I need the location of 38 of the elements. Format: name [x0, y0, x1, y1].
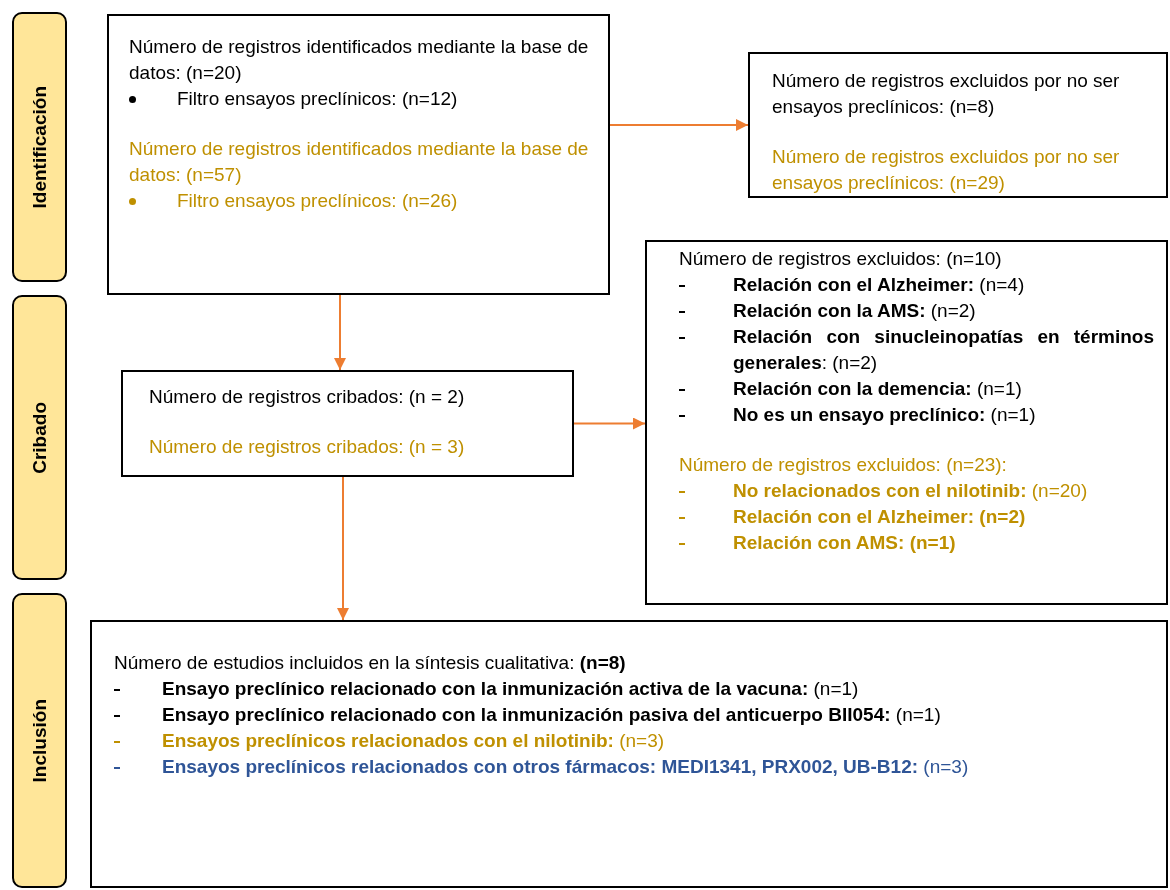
arrow — [337, 476, 349, 621]
flow-box — [645, 240, 1168, 605]
flow-box — [121, 370, 574, 477]
heading-text: Número de estudios incluidos en la síntesis cualitativa: (n=8) — [114, 651, 627, 675]
stage-band — [12, 12, 67, 282]
heading-text: Número de registros identificados mediante la base de datos: (n=20) — [129, 35, 590, 85]
list-item-text: Ensayo preclínico relacionado con la inmunización pasiva del anticuerpo BII054: (n=1) — [162, 703, 942, 727]
list-item-text: Relación con el Alzheimer: (n=2) — [733, 505, 1027, 529]
list-item-text: Filtro ensayos preclínicos: (n=12) — [177, 87, 459, 111]
list-item-text: Relación con la demencia: (n=1) — [733, 377, 1023, 401]
stage-band — [12, 295, 67, 580]
list-item-text: Ensayos preclínicos relacionados con el nilotinib: (n=3) — [162, 729, 666, 753]
heading-text: Número de registros excluidos: (n=23): — [679, 453, 1008, 477]
stage-label: Cribado — [27, 401, 51, 474]
list-item-text: Filtro ensayos preclínicos: (n=26) — [177, 189, 459, 213]
arrow — [334, 294, 346, 371]
arrow — [609, 119, 749, 131]
heading-text: Número de registros excluidos: (n=10) — [679, 247, 1003, 271]
list-item-text: No es un ensayo preclínico: (n=1) — [733, 403, 1037, 427]
heading-text: Número de registros cribados: (n = 3) — [149, 435, 466, 459]
heading-text: Número de registros excluidos por no ser ensayos preclínicos: (n=29) — [772, 145, 1121, 195]
list-item-text: Relación con la AMS: (n=2) — [733, 299, 977, 323]
heading-text: Número de registros identificados mediante la base de datos: (n=57) — [129, 137, 590, 187]
list-item-text: Relación con sinucleinopatías en términos generales: (n=2) — [733, 325, 1154, 375]
arrow — [573, 417, 646, 430]
stage-band — [12, 593, 67, 888]
flow-box — [748, 52, 1168, 198]
heading-text: Número de registros excluidos por no ser ensayos preclínicos: (n=8) — [772, 69, 1121, 119]
stage-label: Identificación — [27, 85, 51, 209]
list-item-text: No relacionados con el nilotinib: (n=20) — [733, 479, 1089, 503]
list-item-text: Relación con AMS: (n=1) — [733, 531, 957, 555]
list-item-text: Ensayos preclínicos relacionados con otros fármacos: MEDI1341, PRX002, UB-B12: (n=3) — [162, 755, 970, 779]
flow-box — [107, 14, 610, 295]
flow-box — [90, 620, 1168, 888]
heading-text: Número de registros cribados: (n = 2) — [149, 385, 466, 409]
list-item-text: Ensayo preclínico relacionado con la inmunización activa de la vacuna: (n=1) — [162, 677, 860, 701]
list-item-text: Relación con el Alzheimer: (n=4) — [733, 273, 1026, 297]
stage-label: Inclusión — [27, 698, 51, 783]
